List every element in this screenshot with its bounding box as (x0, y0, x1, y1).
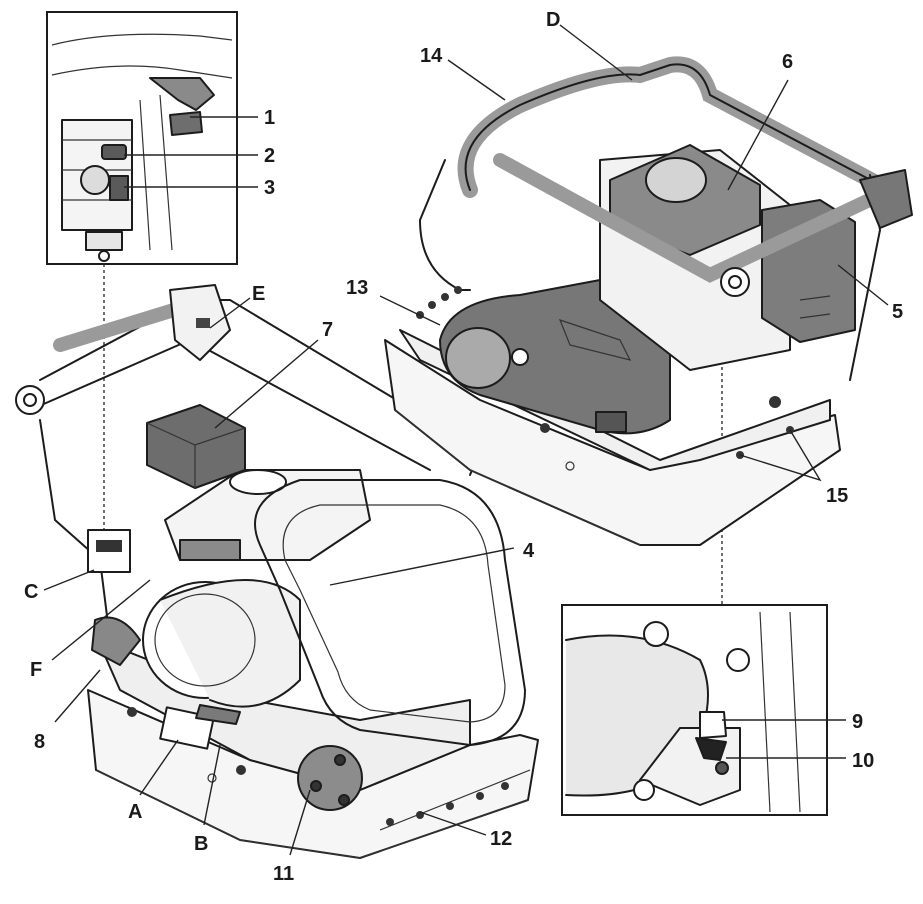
leader-6 (727, 79, 789, 191)
machine-front-view (15, 284, 539, 859)
leader-13 (379, 295, 441, 326)
leader-d (559, 24, 633, 81)
leader-c (43, 569, 95, 591)
callout-8: 8 (34, 731, 45, 753)
callout-7: 7 (322, 319, 333, 341)
leader-lines (43, 24, 889, 856)
inset-top-left-frame (46, 11, 238, 265)
callout-3: 3 (264, 177, 275, 199)
front-guard-frame (254, 479, 526, 746)
inset-top-left (46, 11, 238, 265)
callout-15: 15 (826, 485, 848, 507)
leader-f (51, 579, 151, 661)
callout-6: 6 (782, 51, 793, 73)
leader-4 (329, 547, 515, 586)
inset-bottom-right-frame (561, 604, 828, 816)
callout-2: 2 (264, 145, 275, 167)
leader-12 (419, 811, 487, 836)
leader-11 (289, 789, 311, 856)
label-plate-b (195, 704, 241, 725)
inset-bottom-right (561, 604, 828, 816)
machine-rear-view (384, 56, 913, 546)
inset-top-left-drawing (51, 33, 233, 262)
leader-14 (447, 59, 506, 101)
leader-7 (214, 339, 319, 429)
fuel-cap-6 (645, 157, 707, 203)
fuel-cap (229, 469, 287, 495)
toolbox-7 (146, 404, 246, 489)
callout-labels: 1 2 3 4 5 6 7 8 9 10 11 12 13 14 15 A B … (24, 9, 903, 885)
callout-e: E (252, 283, 265, 305)
callout-13: 13 (346, 277, 368, 299)
leader-b (203, 744, 221, 826)
clutch-pulley (445, 327, 511, 389)
inset-bottom-right-drawing (565, 611, 801, 813)
callout-9: 9 (852, 711, 863, 733)
leader-5 (837, 264, 889, 306)
callout-a: A (128, 801, 142, 823)
callout-b: B (194, 833, 208, 855)
callout-14: 14 (420, 45, 443, 67)
callout-5: 5 (892, 301, 903, 323)
exciter-cover (297, 745, 363, 811)
callout-d: D (546, 9, 560, 31)
grip-e (53, 298, 197, 352)
leader-e (209, 297, 251, 329)
callout-c: C (24, 581, 38, 603)
callout-4: 4 (523, 540, 535, 562)
callout-f: F (30, 659, 42, 681)
leader-a (139, 739, 179, 796)
leader-15 (739, 429, 822, 482)
callout-10: 10 (852, 750, 874, 772)
callout-11: 11 (273, 863, 294, 885)
callout-1: 1 (264, 107, 275, 129)
callout-12: 12 (490, 828, 512, 850)
leader-8 (54, 669, 101, 723)
